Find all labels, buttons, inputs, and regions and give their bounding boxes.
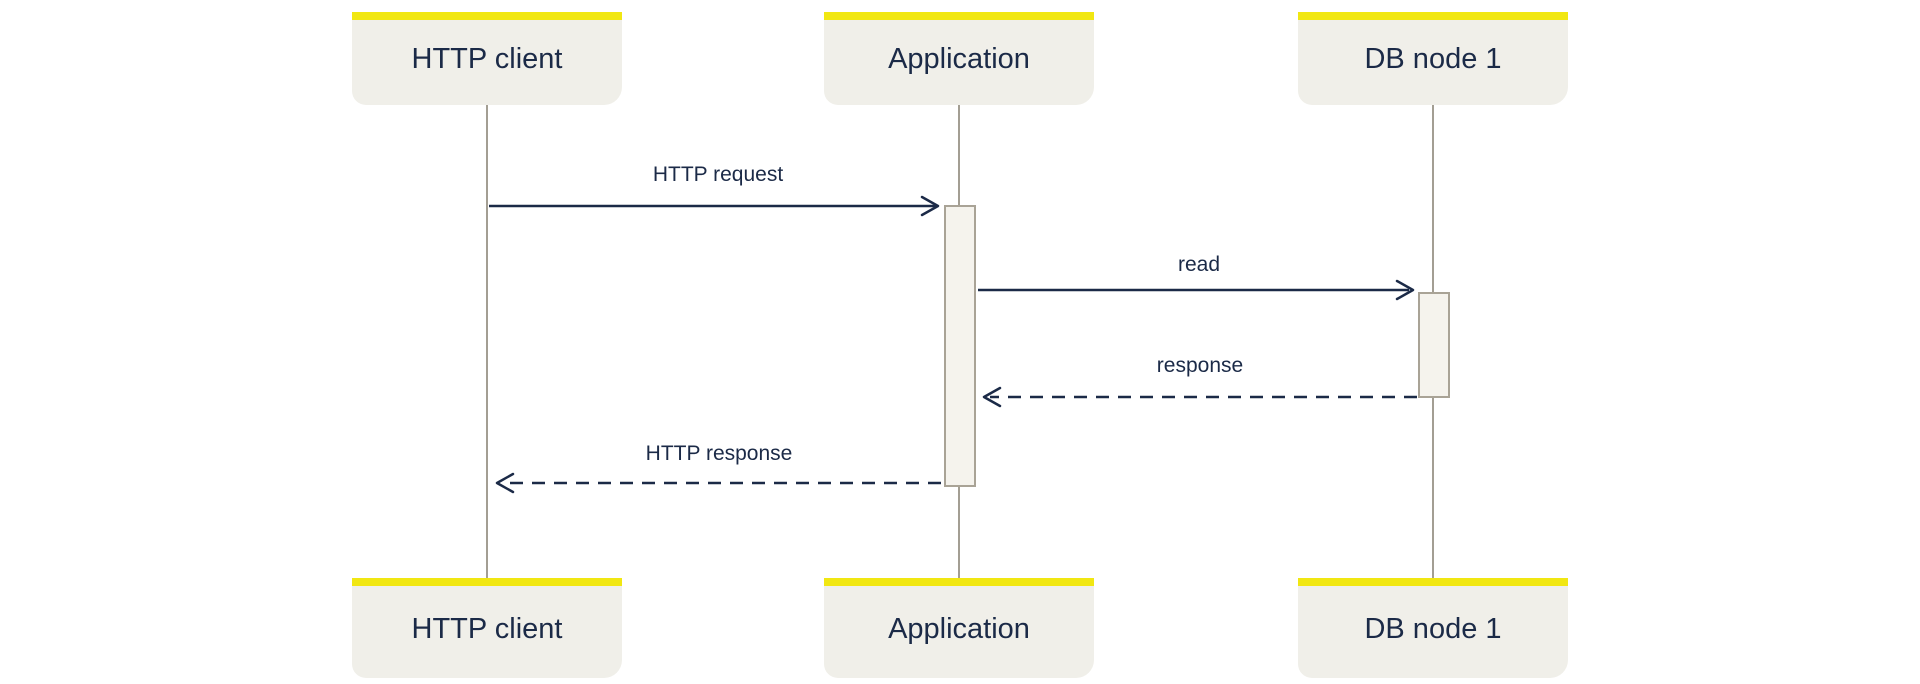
activation-bar-application bbox=[944, 205, 976, 487]
arrowhead-left-icon bbox=[982, 386, 1002, 408]
lifeline-http-client bbox=[486, 104, 488, 578]
message-response-arrow bbox=[982, 386, 1417, 408]
accent-bar bbox=[1298, 578, 1568, 586]
arrowhead-right-icon bbox=[920, 195, 940, 217]
message-read-arrow bbox=[978, 279, 1415, 301]
accent-bar bbox=[824, 12, 1094, 20]
actor-box-application-bottom: Application bbox=[824, 578, 1094, 678]
actor-label-db-node-1: DB node 1 bbox=[1364, 612, 1502, 645]
accent-bar bbox=[1298, 12, 1568, 20]
actor-box-application-top: Application bbox=[824, 12, 1094, 105]
arrowhead-left-icon bbox=[495, 472, 515, 494]
actor-label-http-client: HTTP client bbox=[411, 43, 563, 75]
message-label-http-response: HTTP response bbox=[645, 442, 793, 465]
actor-label-application: Application bbox=[888, 43, 1030, 75]
accent-bar bbox=[352, 12, 622, 20]
actor-box-db-node-1-bottom: DB node 1 bbox=[1298, 578, 1568, 678]
actor-box-http-client-top: HTTP client bbox=[352, 12, 622, 105]
actor-label-http-client: HTTP client bbox=[411, 612, 563, 645]
arrowhead-right-icon bbox=[1395, 279, 1415, 301]
message-http-request-arrow bbox=[489, 195, 940, 217]
message-label-read: read bbox=[1177, 253, 1221, 276]
message-http-response-arrow bbox=[495, 472, 941, 494]
accent-bar bbox=[352, 578, 622, 586]
actor-box-http-client-bottom: HTTP client bbox=[352, 578, 622, 678]
accent-bar bbox=[824, 578, 1094, 586]
actor-box-db-node-1-top: DB node 1 bbox=[1298, 12, 1568, 105]
actor-label-application: Application bbox=[888, 612, 1030, 645]
message-label-http-request: HTTP request bbox=[652, 163, 784, 186]
activation-bar-db-node-1 bbox=[1418, 292, 1450, 398]
message-label-response: response bbox=[1156, 354, 1244, 377]
actor-label-db-node-1: DB node 1 bbox=[1364, 43, 1502, 75]
